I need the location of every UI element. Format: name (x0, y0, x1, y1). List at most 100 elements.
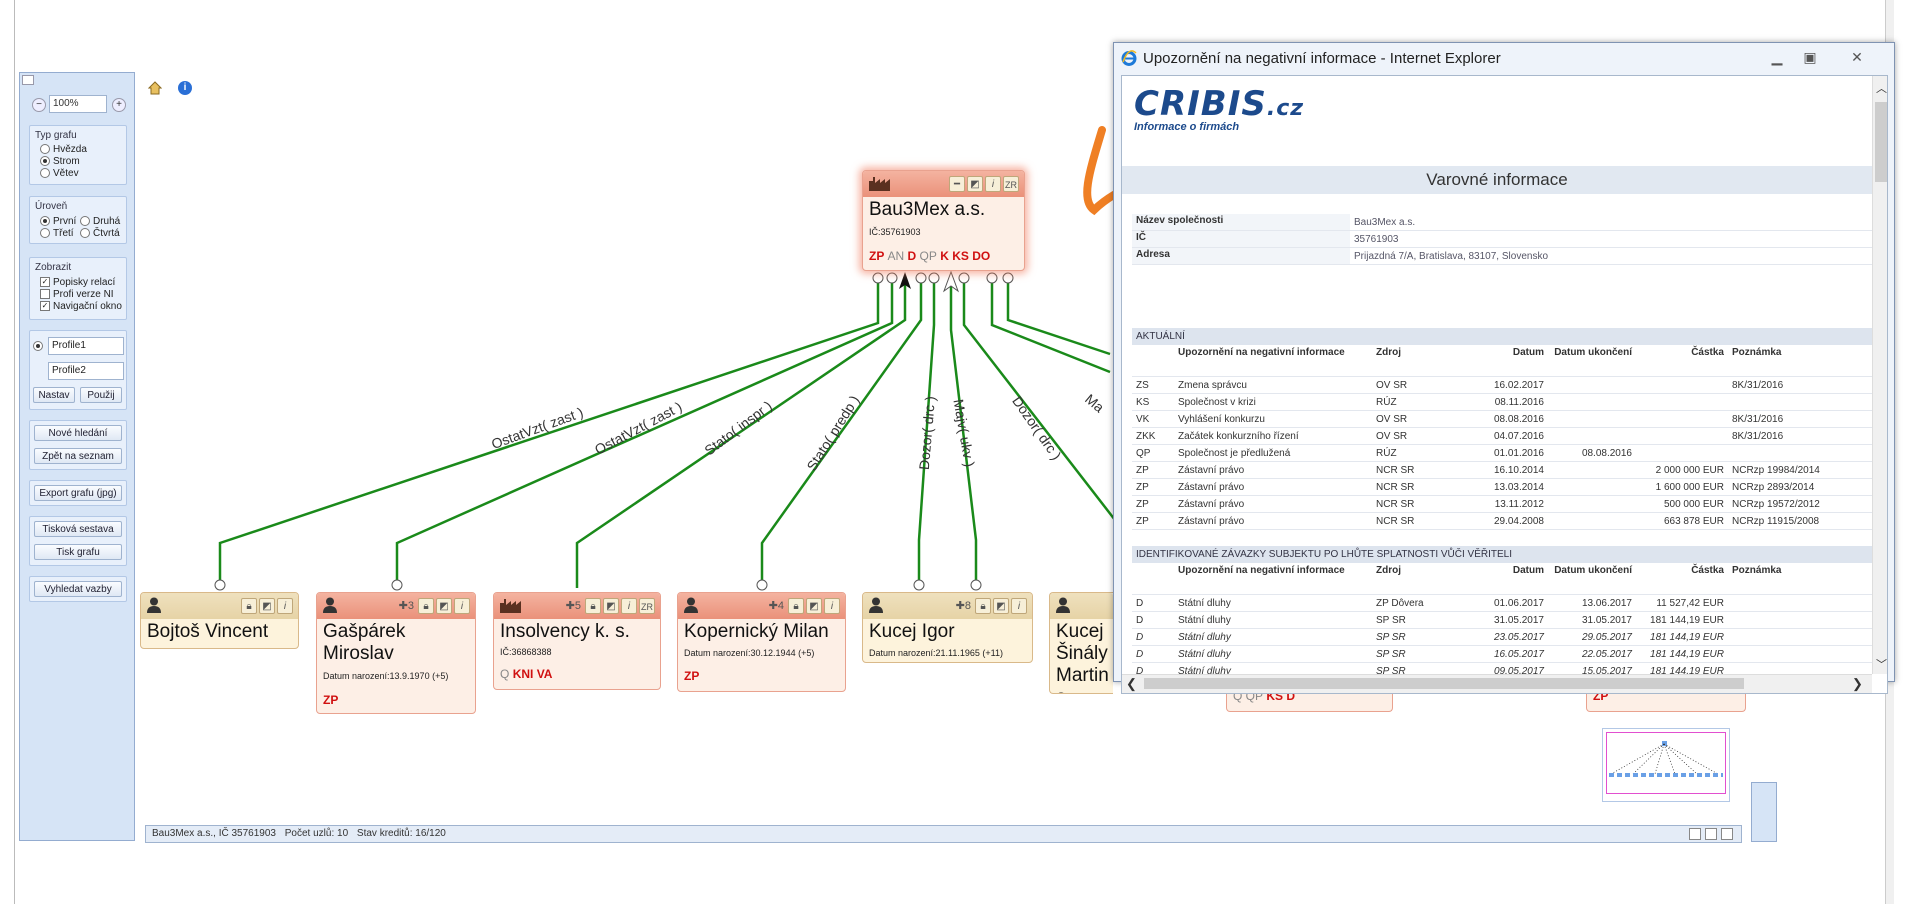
new-search-button[interactable]: Nové hledání (34, 425, 122, 441)
checkbox-label: Popisky relací (53, 277, 116, 288)
radio-vetev[interactable]: Větev (40, 168, 79, 179)
info-icon[interactable]: i (1011, 598, 1027, 614)
open-detail-icon[interactable]: ◩ (967, 176, 983, 192)
scroll-down-icon[interactable]: ﹀ (1876, 659, 1887, 671)
table-cell: 181 144,19 EUR (1636, 645, 1728, 663)
table-cell (1548, 376, 1636, 394)
vertical-scrollbar[interactable]: ︿ ﹀ (1872, 76, 1887, 674)
node-bojtos[interactable]: 🔒︎ ◩ i Bojtoš Vincent (140, 592, 299, 649)
radio-ctvrta[interactable]: Čtvrtá (80, 228, 120, 239)
radio-prvni[interactable]: První (40, 216, 76, 227)
checkbox-profi[interactable]: Profi verze NI (40, 289, 114, 300)
scroll-up-icon[interactable]: ︿ (1876, 83, 1887, 95)
flag-do: DO (972, 249, 991, 263)
lock-icon[interactable]: 🔒︎ (241, 598, 257, 614)
status-restore-icon[interactable] (1705, 828, 1717, 840)
popup-content: CRIBIS.cz Informace o firmách Varovné in… (1121, 75, 1888, 694)
node-kopernicky[interactable]: ✚4 🔒︎ ◩ i Kopernický Milan Datum narozen… (677, 592, 846, 692)
zr-label[interactable]: ZR (639, 598, 655, 614)
pouzij-button[interactable]: Použij (80, 387, 122, 403)
status-minimize-icon[interactable] (1689, 828, 1701, 840)
node-name: Bau3Mex a.s. (869, 199, 986, 220)
profile2-input[interactable]: Profile2 (48, 362, 124, 380)
print-graph-button[interactable]: Tisk grafu (34, 544, 122, 560)
column-header: Částka (1636, 564, 1728, 595)
ie-popup-window[interactable]: Upozornění na negativní informace - Inte… (1113, 42, 1895, 694)
radio-hvezda[interactable]: Hvězda (40, 144, 87, 155)
info-icon[interactable]: i (178, 81, 192, 95)
radio-treti[interactable]: Třetí (40, 228, 74, 239)
expand-count[interactable]: ✚5 (565, 600, 581, 612)
collapse-handle[interactable] (22, 75, 34, 85)
factory-icon (869, 175, 890, 192)
scroll-thumb[interactable] (1875, 102, 1887, 182)
maximize-button[interactable]: ▣ (1803, 49, 1817, 65)
flag-qp: QP (919, 249, 937, 263)
home-icon[interactable] (147, 81, 163, 95)
table-cell (1636, 410, 1728, 428)
expand-count[interactable]: ✚4 (768, 600, 784, 612)
minimap-viewport[interactable] (1606, 732, 1726, 794)
table-cell: OV SR (1372, 376, 1460, 394)
lock-icon[interactable]: 🔒︎ (418, 598, 434, 614)
node-kucej-igor[interactable]: ✚8 🔒︎ ◩ i Kucej Igor Datum narození:21.1… (862, 592, 1033, 663)
open-detail-icon[interactable]: ◩ (993, 598, 1009, 614)
checkbox-navigacni[interactable]: ✓Navigační okno (40, 301, 122, 312)
node-kucej-sinaly[interactable]: Kucej Šinály Martina (1049, 592, 1113, 694)
root-node[interactable]: ━ ◩ i ZR Bau3Mex a.s. IČ:35761903 ZP AN … (862, 170, 1025, 271)
flag-d: D (907, 249, 917, 263)
scroll-left-icon[interactable]: ❮ (1126, 676, 1137, 691)
info-icon[interactable]: i (454, 598, 470, 614)
export-graph-button[interactable]: Export grafu (jpg) (34, 485, 122, 501)
open-detail-icon[interactable]: ◩ (806, 598, 822, 614)
close-button[interactable]: ✕ (1851, 49, 1863, 65)
expand-count[interactable]: ✚3 (398, 600, 414, 612)
zoom-in-button[interactable]: + (112, 98, 126, 112)
table-cell: 11 527,42 EUR (1636, 594, 1728, 612)
back-to-list-button[interactable]: Zpět na seznam (34, 448, 122, 464)
zoom-input[interactable]: 100% (49, 95, 107, 113)
info-icon[interactable]: i (277, 598, 293, 614)
nastav-button[interactable]: Nastav (33, 387, 75, 403)
info-icon[interactable]: i (621, 598, 637, 614)
scroll-thumb[interactable] (1144, 678, 1744, 689)
table-cell: 01.06.2017 (1460, 594, 1548, 612)
lock-icon[interactable]: 🔒︎ (788, 598, 804, 614)
popup-titlebar[interactable]: Upozornění na negativní informace - Inte… (1114, 43, 1894, 73)
navigator-minimap[interactable] (1602, 728, 1730, 802)
horizontal-scrollbar[interactable]: ❮ ❯ (1122, 674, 1872, 693)
expand-count[interactable]: ✚8 (955, 600, 971, 612)
minimize-button[interactable]: ▁ (1771, 49, 1783, 65)
checkbox-popisky[interactable]: ✓Popisky relací (40, 277, 115, 288)
node-name: Kucej Igor (869, 621, 955, 642)
print-report-button[interactable]: Tisková sestava (34, 521, 122, 537)
radio-druha[interactable]: Druhá (80, 216, 120, 227)
open-detail-icon[interactable]: ◩ (259, 598, 275, 614)
column-header: Datum ukončení (1548, 564, 1636, 595)
lock-icon[interactable]: 🔒︎ (585, 598, 601, 614)
node-gasparek[interactable]: ✚3 🔒︎ ◩ i Gašpárek Miroslav Datum naroze… (316, 592, 476, 714)
profile1-radio[interactable] (33, 341, 43, 352)
table-cell: KS (1132, 393, 1174, 411)
info-icon[interactable]: i (824, 598, 840, 614)
zoom-out-button[interactable]: − (32, 98, 46, 112)
collapse-icon[interactable]: ━ (949, 176, 965, 192)
info-icon[interactable]: i (985, 176, 1001, 192)
node-insolvency[interactable]: ✚5 🔒︎ ◩ i ZR Insolvency k. s. IČ:3686838… (493, 592, 661, 690)
profile1-input[interactable]: Profile1 (48, 337, 124, 355)
node-ic: IČ:35761903 (869, 227, 921, 237)
status-maximize-icon[interactable] (1721, 828, 1733, 840)
radio-strom[interactable]: Strom (40, 156, 80, 167)
lock-icon[interactable]: 🔒︎ (975, 598, 991, 614)
find-relations-button[interactable]: Vyhledat vazby (34, 581, 122, 597)
table-cell (1548, 410, 1636, 428)
open-detail-icon[interactable]: ◩ (436, 598, 452, 614)
node-flags: ZP (323, 693, 339, 707)
zr-label[interactable]: ZR (1003, 176, 1019, 192)
radio-label: Třetí (53, 228, 74, 239)
scroll-right-icon[interactable]: ❯ (1852, 676, 1863, 691)
open-detail-icon[interactable]: ◩ (603, 598, 619, 614)
